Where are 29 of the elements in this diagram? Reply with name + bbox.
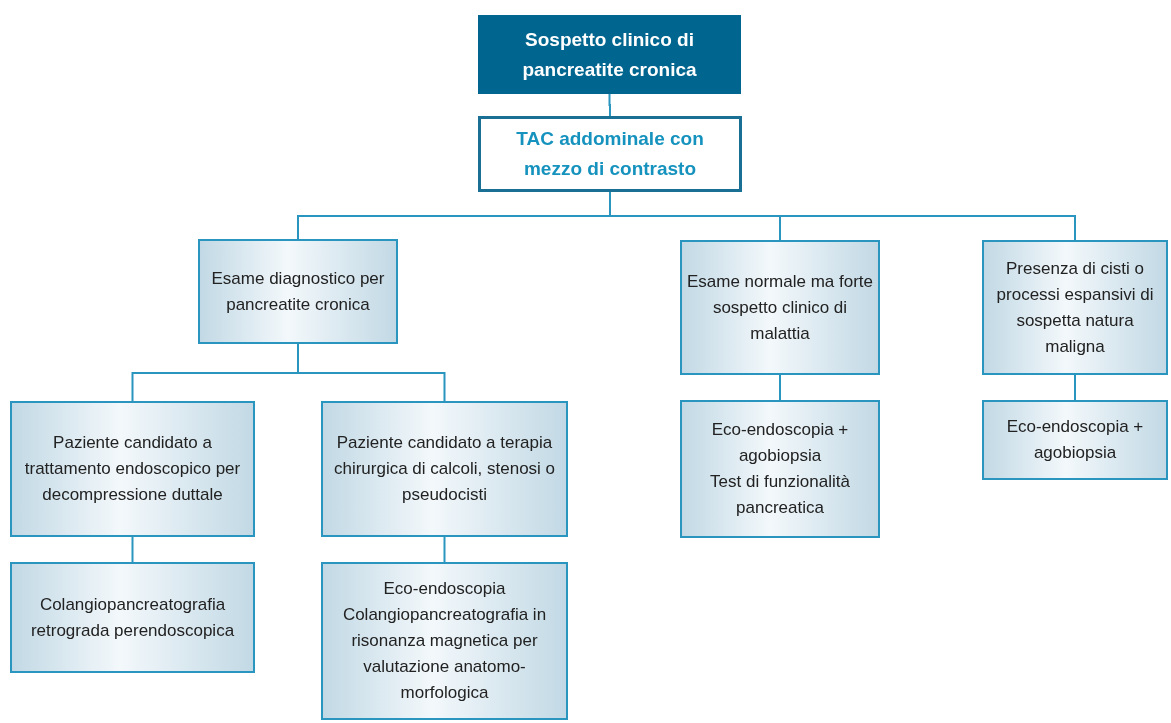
process-box	[680, 240, 880, 375]
node-text: Paziente candidato a terapia chirurgica di calcoli, stenosi o pseudocisti	[332, 432, 557, 506]
node-text: Eco-endoscopia + agobiopsia	[710, 419, 850, 467]
node-text: Colangiopancreatografia in risonanza magnetica per valutazione anatomo-morfologica	[341, 604, 548, 704]
connector-line	[1074, 374, 1076, 401]
process-box	[321, 401, 568, 537]
node-text: Presenza di cisti o processi espansivi di sospetta natura maligna	[995, 257, 1155, 358]
process-box	[478, 116, 742, 192]
node-text: Sospetto clinico di pancreatite cronica	[521, 27, 698, 82]
node-text: Test di funzionalità pancreatica	[709, 471, 851, 519]
start-box	[478, 15, 741, 94]
process-box	[10, 401, 255, 537]
connector-line	[131, 536, 134, 563]
process-box	[982, 240, 1168, 375]
node-text: Esame diagnostico per pancreatite cronica	[210, 267, 386, 316]
node-text: Eco-endoscopia + agobiopsia	[1005, 416, 1145, 464]
node-text: TAC addominale con mezzo di contrasto	[515, 127, 705, 181]
node-text: Paziente candidato a trattamento endoscopico per decompressione duttale	[23, 432, 242, 506]
process-box	[680, 400, 880, 538]
process-box	[198, 239, 398, 344]
process-box	[321, 562, 568, 720]
process-box	[982, 400, 1168, 480]
node-text: Colangiopancreatografia retrograda perendoscopica	[29, 593, 236, 642]
process-box	[10, 562, 255, 673]
node-text: Eco-endoscopia	[383, 578, 506, 600]
connector-line	[779, 374, 781, 401]
node-text: Esame normale ma forte sospetto clinico di malattia	[686, 270, 874, 345]
connector-line	[608, 93, 611, 117]
connector-line	[443, 536, 446, 563]
